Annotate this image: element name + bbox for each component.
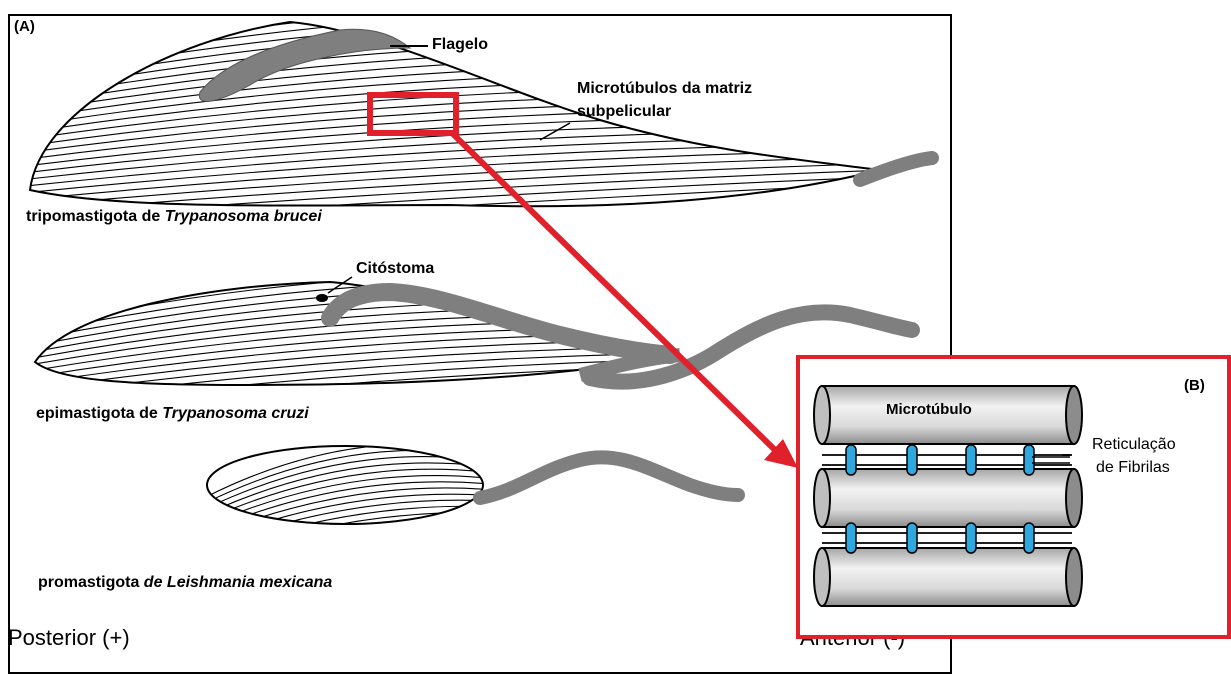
fibril-label-2: de Fibrilas (1096, 459, 1170, 477)
posterior-label: Posterior (+) (8, 625, 130, 651)
microtubulos-label-1: Microtúbulos da matriz (577, 80, 752, 98)
microtubule-label: Microtúbulo (886, 401, 972, 418)
caption-promastigote: promastigota de Leishmania mexicana (38, 574, 332, 592)
cytostome-mark (316, 294, 328, 302)
microtubule-cylinder-middle (814, 469, 1082, 527)
microtubulos-label-2: subpelicular (577, 103, 671, 121)
panel-a-tag: (A) (14, 18, 35, 35)
panel-b-tag: (B) (1184, 377, 1205, 394)
microtubule-network (800, 359, 1227, 635)
caption-epimastigote: epimastigota de Trypanosoma cruzi (36, 405, 309, 423)
fibril-label-1: Reticulação (1092, 436, 1176, 454)
microtubule-cylinder-bottom (814, 548, 1082, 606)
panel-b-frame: (B) Microtúbulo Reticulação de Fibrilas (796, 355, 1231, 639)
flagelo-label: Flagelo (432, 36, 488, 54)
promastigote-body (200, 444, 738, 585)
citostoma-label: Citóstoma (356, 260, 434, 278)
caption-trypomastigote: tripomastigota de Trypanosoma brucei (26, 208, 322, 226)
